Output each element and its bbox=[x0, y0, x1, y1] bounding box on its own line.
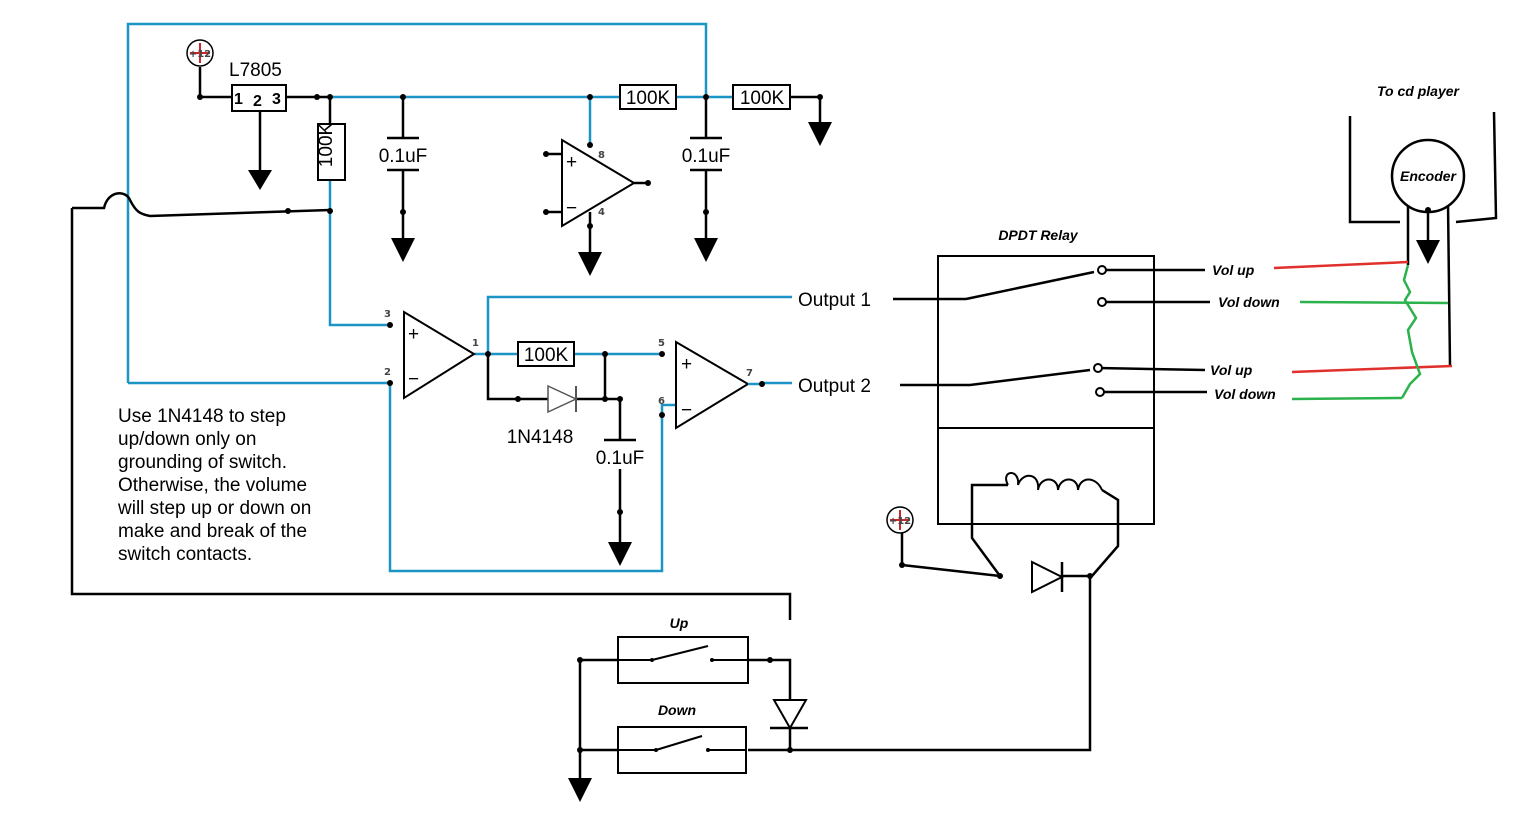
supply-symbol: +12 bbox=[186, 39, 214, 67]
svg-text:100K: 100K bbox=[316, 122, 337, 167]
svg-text:will step up or down on: will step up or down on bbox=[117, 498, 311, 519]
resistor-r4: 100K bbox=[517, 341, 575, 367]
svg-text:1: 1 bbox=[472, 338, 479, 349]
encoder: To cd player Encoder bbox=[1377, 83, 1466, 214]
vol-up-1-label: Vol up bbox=[1212, 262, 1255, 278]
svg-text:−: − bbox=[681, 400, 692, 421]
vol-down-1-label: Vol down bbox=[1218, 294, 1280, 310]
ground-symbol bbox=[248, 170, 272, 190]
svg-text:2: 2 bbox=[384, 367, 391, 378]
switch-down-label: Down bbox=[658, 702, 696, 718]
svg-text:up/down only on: up/down only on bbox=[118, 429, 256, 450]
svg-text:6: 6 bbox=[658, 396, 665, 407]
diode-1n4148: 1N4148 bbox=[507, 384, 578, 448]
svg-text:grounding of switch.: grounding of switch. bbox=[118, 452, 287, 473]
svg-text:make and break of the: make and break of the bbox=[118, 521, 307, 542]
svg-text:+: + bbox=[681, 354, 692, 375]
encoder-wires bbox=[1273, 260, 1453, 401]
supply-symbol: +12 bbox=[886, 506, 914, 534]
svg-text:1: 1 bbox=[234, 91, 243, 108]
diode-relay bbox=[1031, 560, 1065, 594]
cd-player-title: To cd player bbox=[1377, 83, 1461, 99]
svg-text:3: 3 bbox=[272, 91, 281, 108]
ground-symbol bbox=[391, 238, 415, 262]
switch-up[interactable]: Up bbox=[617, 615, 749, 684]
resistor-r1: 100K bbox=[619, 84, 677, 110]
svg-text:0.1uF: 0.1uF bbox=[596, 448, 645, 469]
svg-text:−: − bbox=[408, 369, 419, 390]
switch-down[interactable]: Down bbox=[617, 702, 747, 774]
design-note: Use 1N4148 to step up/down only on groun… bbox=[117, 406, 311, 565]
svg-text:0.1uF: 0.1uF bbox=[379, 146, 428, 167]
vol-down-2-label: Vol down bbox=[1214, 386, 1276, 402]
svg-text:+12: +12 bbox=[889, 516, 911, 527]
diode-label: 1N4148 bbox=[507, 427, 574, 448]
capacitor-c2: 0.1uF bbox=[682, 136, 731, 172]
svg-text:3: 3 bbox=[384, 309, 391, 320]
signal-wires bbox=[126, 22, 792, 573]
capacitor-c3: 0.1uF bbox=[590, 438, 654, 469]
svg-text:100K: 100K bbox=[740, 88, 785, 109]
ground-symbol bbox=[578, 252, 602, 276]
opamp-comparator: + − 3 2 1 bbox=[384, 309, 479, 400]
svg-text:Otherwise, the volume: Otherwise, the volume bbox=[118, 475, 307, 496]
resistor-r2: 100K bbox=[732, 84, 791, 110]
capacitor-c1: 0.1uF bbox=[379, 136, 428, 172]
encoder-label: Encoder bbox=[1400, 168, 1458, 184]
svg-text:−: − bbox=[566, 198, 577, 219]
svg-text:+: + bbox=[408, 324, 419, 345]
output-2-label: Output 2 bbox=[798, 376, 871, 397]
diode-switch bbox=[772, 699, 808, 731]
vol-up-2-label: Vol up bbox=[1210, 362, 1253, 378]
svg-text:100K: 100K bbox=[524, 345, 569, 366]
svg-text:+: + bbox=[566, 152, 577, 173]
ground-symbol bbox=[568, 778, 592, 802]
svg-text:2: 2 bbox=[253, 93, 262, 110]
ground-symbol bbox=[808, 122, 832, 146]
voltage-regulator: L7805 1 2 3 bbox=[229, 60, 287, 112]
svg-text:4: 4 bbox=[598, 207, 605, 218]
svg-text:100K: 100K bbox=[626, 88, 671, 109]
svg-text:7: 7 bbox=[746, 368, 753, 379]
resistor-r3: 100K bbox=[316, 122, 346, 181]
junction-dots bbox=[197, 94, 1431, 753]
ground-symbol bbox=[608, 542, 632, 566]
svg-text:switch contacts.: switch contacts. bbox=[118, 544, 252, 565]
regulator-label: L7805 bbox=[229, 60, 282, 81]
switch-up-label: Up bbox=[670, 615, 689, 631]
svg-text:+12: +12 bbox=[189, 49, 211, 60]
ground-symbols bbox=[248, 122, 1440, 802]
svg-text:5: 5 bbox=[658, 338, 665, 349]
relay-coil bbox=[1005, 472, 1103, 491]
svg-text:Use 1N4148 to step: Use 1N4148 to step bbox=[118, 406, 286, 427]
ground-symbol bbox=[694, 238, 718, 262]
svg-text:8: 8 bbox=[598, 150, 605, 161]
opamp-buffer: + − 8 4 bbox=[561, 138, 636, 228]
dpdt-relay: DPDT Relay Vol up Vol down Vol up Vol do… bbox=[937, 227, 1280, 525]
output-1-label: Output 1 bbox=[798, 290, 871, 311]
ground-symbol bbox=[1416, 240, 1440, 264]
opamp-output: + − 5 6 7 bbox=[658, 338, 753, 430]
relay-title: DPDT Relay bbox=[998, 227, 1079, 243]
svg-text:0.1uF: 0.1uF bbox=[682, 146, 731, 167]
